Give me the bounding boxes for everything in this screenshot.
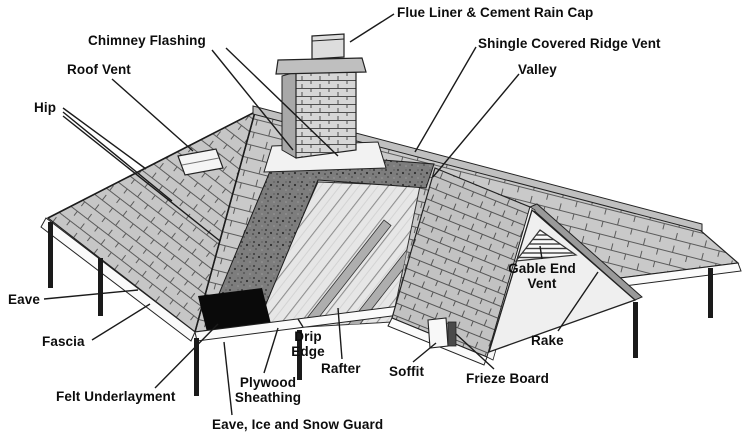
posts: [48, 222, 713, 396]
leader-flue-liner: [349, 13, 395, 43]
frieze-board-piece: [447, 321, 457, 347]
leader-hip: [62, 111, 173, 202]
post: [48, 222, 53, 288]
flue-opening: [311, 38, 345, 42]
label-frieze-board: Frieze Board: [466, 371, 549, 386]
label-soffit: Soffit: [389, 364, 425, 379]
chimney-cap: [275, 57, 367, 75]
label-fascia: Fascia: [42, 334, 85, 349]
leader-lines: [43, 13, 599, 416]
label-chimney-flashing: Chimney Flashing: [88, 33, 206, 48]
leader-gable-end-vent: [539, 245, 543, 260]
post: [194, 338, 199, 396]
label-felt-underlayment: Felt Underlayment: [56, 389, 176, 404]
label-gable-end-vent: Gable End Vent: [508, 261, 576, 292]
label-ridge-vent: Shingle Covered Ridge Vent: [478, 36, 661, 51]
post: [98, 258, 103, 316]
label-roof-vent: Roof Vent: [67, 62, 131, 77]
label-plywood-sheathing: Plywood Sheathing: [234, 375, 302, 406]
post: [633, 302, 638, 358]
leader-roof-vent: [111, 78, 194, 152]
leader-rake: [557, 271, 599, 332]
leader-hip: [62, 115, 221, 242]
label-eave: Eave: [8, 292, 40, 307]
leader-valley: [432, 73, 520, 178]
roof-vent-detail: [181, 157, 220, 166]
leader-frieze-board: [455, 333, 495, 370]
label-drip-edge: Drip Edge: [291, 329, 325, 360]
leader-eave: [43, 289, 139, 300]
leader-eave-ice-guard: [223, 341, 233, 416]
leader-chimney-flashing: [211, 49, 294, 151]
post: [297, 330, 302, 380]
label-flue-liner: Flue Liner & Cement Rain Cap: [397, 5, 594, 20]
leader-drip-edge: [297, 318, 304, 328]
post: [708, 268, 713, 318]
leader-plywood-sheathing: [263, 327, 279, 374]
label-valley: Valley: [518, 62, 557, 77]
fascia-left: [40, 217, 196, 342]
chimney: [275, 33, 367, 159]
label-rafter: Rafter: [321, 361, 361, 376]
ice-and-snow-guard: [198, 288, 272, 336]
label-hip: Hip: [34, 100, 57, 115]
ridge-vent-band: [252, 105, 703, 232]
flue-liner: [311, 33, 345, 60]
label-eave-ice-guard: Eave, Ice and Snow Guard: [212, 417, 384, 432]
leader-ridge-vent: [414, 46, 477, 153]
label-rake: Rake: [531, 333, 564, 348]
leader-rafter: [337, 307, 343, 360]
leader-soffit: [412, 342, 437, 363]
gable-end-vent-louver: [514, 229, 578, 262]
leader-fascia: [91, 303, 151, 341]
leader-hip: [62, 107, 147, 170]
leader-felt-underlayment: [154, 323, 219, 389]
leader-chimney-flashing: [225, 47, 339, 157]
hip-edge-left: [47, 111, 256, 219]
rafter-board: [299, 219, 392, 330]
soffit-box: [427, 317, 449, 349]
